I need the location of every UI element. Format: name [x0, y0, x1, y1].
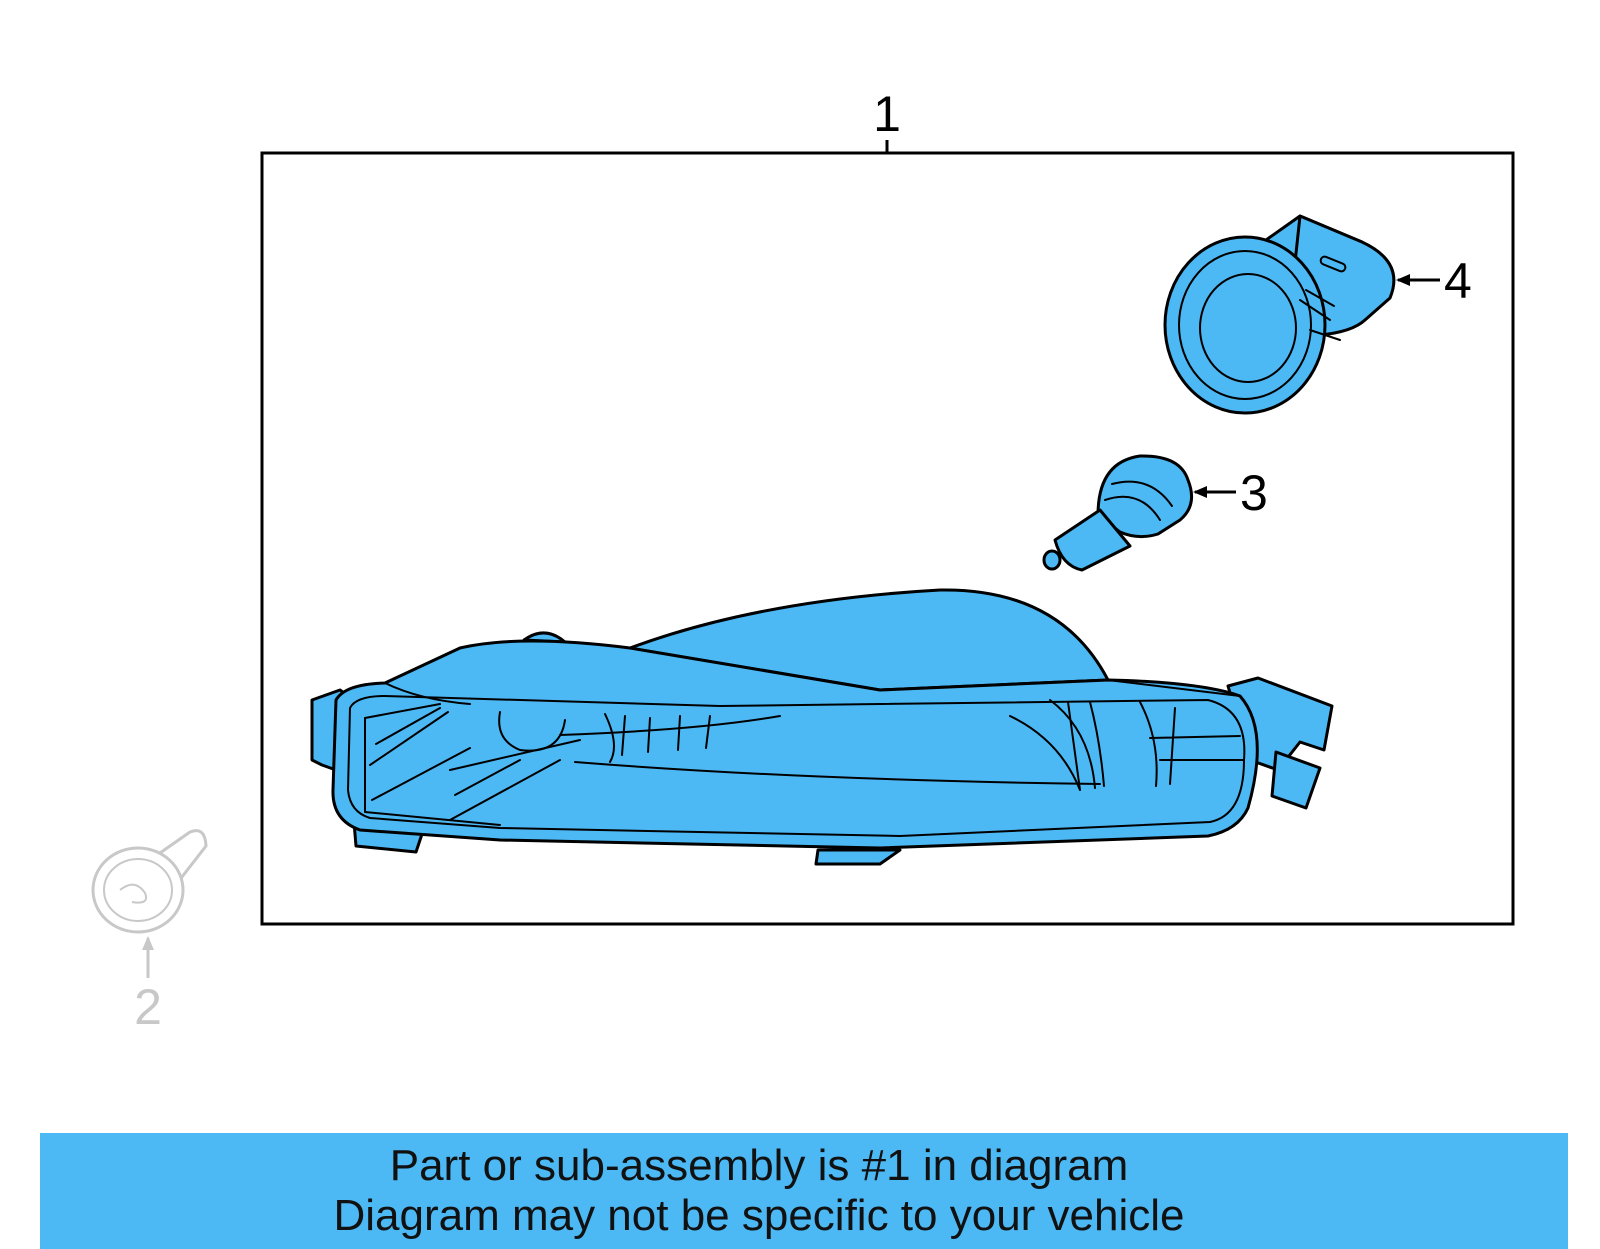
- callout-1-label: 1: [873, 86, 901, 142]
- socket-part[interactable]: [1163, 214, 1396, 415]
- callout-4-label: 4: [1444, 253, 1472, 309]
- screw-part[interactable]: [91, 829, 208, 934]
- banner-line-1: Part or sub-assembly is #1 in diagram: [389, 1141, 1129, 1190]
- callout-3-label: 3: [1240, 465, 1268, 521]
- callout-4-arrowhead: [1396, 274, 1410, 286]
- banner-line-2: Diagram may not be specific to your vehi…: [333, 1191, 1185, 1240]
- info-banner: Part or sub-assembly is #1 in diagram Di…: [40, 1133, 1568, 1249]
- callout-2-label: 2: [134, 979, 162, 1035]
- callout-3-arrowhead: [1193, 486, 1207, 498]
- fog-lamp-housing[interactable]: [310, 588, 1334, 866]
- callout-2-arrowhead: [142, 936, 154, 950]
- bulb-part[interactable]: [1042, 454, 1194, 572]
